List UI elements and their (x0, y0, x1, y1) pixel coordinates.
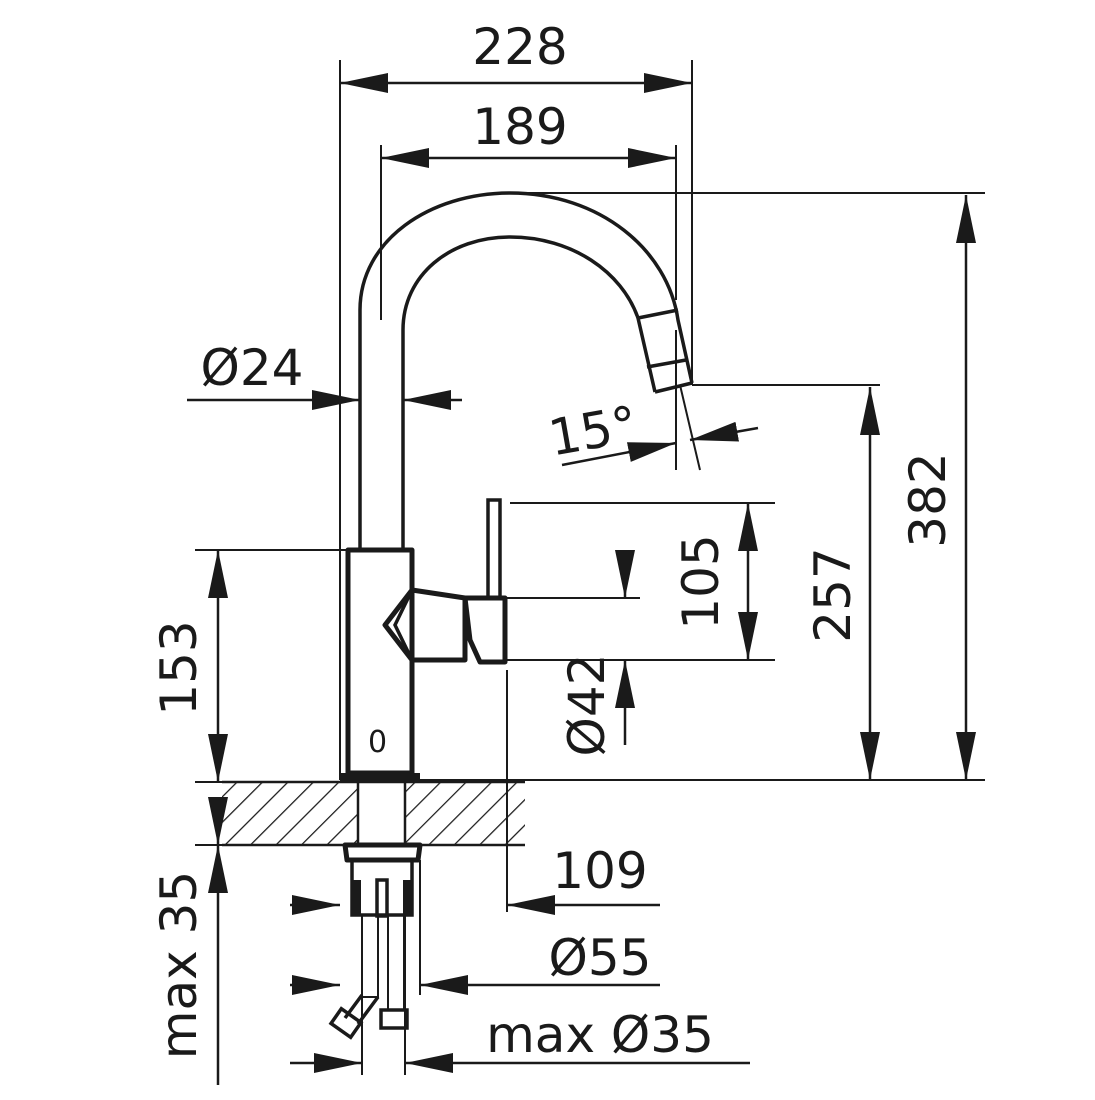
dim-base-diameter: Ø55 (549, 929, 652, 987)
dim-height-total: 382 (899, 452, 957, 547)
dim-tube-diameter: Ø24 (201, 339, 304, 397)
dim-max-hole-diameter: max Ø35 (486, 1006, 714, 1064)
handle-cone-edge (393, 589, 414, 661)
dim-body-height: 153 (150, 620, 208, 715)
body-mark: 0 (368, 725, 387, 760)
spout-inner (401, 235, 657, 550)
mount-rod (403, 880, 412, 916)
dim-line-15b (689, 421, 759, 442)
dim-spout-outlet-height: 257 (804, 547, 862, 642)
dim-max-counter-thickness: max 35 (150, 871, 208, 1059)
hose-right (387, 914, 405, 1011)
hose-left (361, 914, 379, 998)
counter-hatch (222, 782, 525, 845)
faucet: 0 (222, 191, 694, 1040)
dim-lever-height: 105 (672, 534, 730, 629)
dim-spout-angle: 15° (544, 395, 641, 468)
hose-fitting-right (379, 1008, 409, 1030)
extension-lines (195, 60, 985, 1075)
lever-stick (486, 498, 502, 600)
spout-head (637, 308, 693, 394)
handle-cone (382, 587, 468, 663)
dimensions: 228 189 Ø24 15° 382 257 105 Ø42 153 max … (150, 18, 985, 1085)
dim-reach-to-lever: 109 (552, 842, 647, 900)
dim-width-spout: 189 (472, 98, 567, 156)
mount-stud (375, 878, 389, 918)
faucet-base (340, 773, 420, 782)
spout-outer (358, 191, 694, 550)
dim-line-15a (561, 441, 677, 467)
dim-body-diameter: Ø42 (558, 654, 616, 757)
mount-nut (342, 842, 423, 863)
mount-rod (352, 880, 361, 916)
lever-cap (462, 595, 508, 665)
hose-fitting-left (328, 1006, 364, 1040)
dim-width-total: 228 (472, 18, 567, 76)
